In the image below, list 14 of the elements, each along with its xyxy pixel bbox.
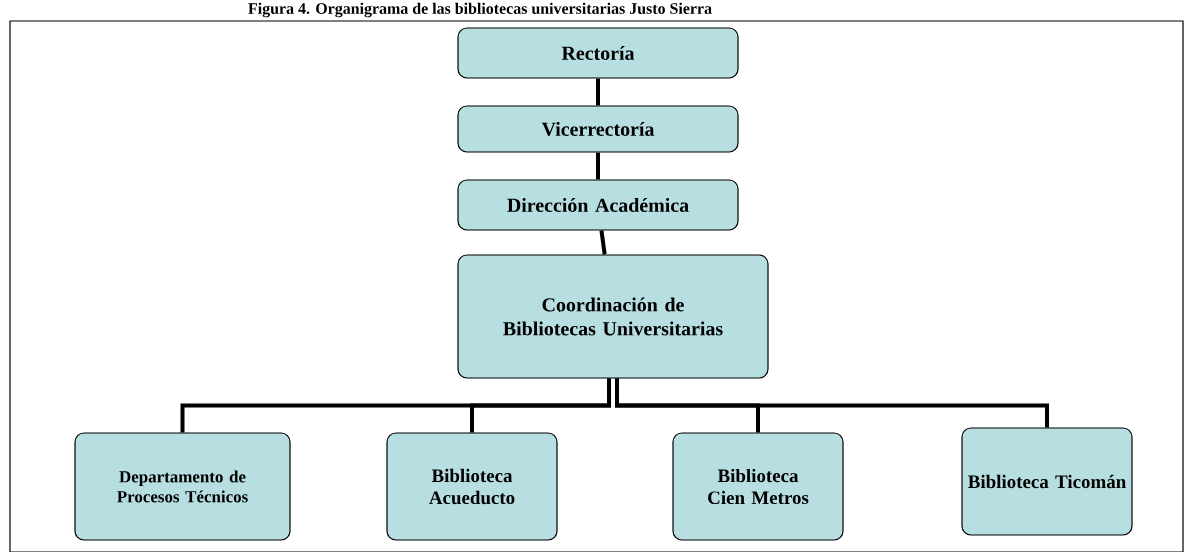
org-box: Biblioteca Ticomán [961, 427, 1133, 536]
connector-line [615, 378, 1049, 428]
org-box: Dirección Académica [457, 179, 739, 231]
org-box: Rectoría [457, 27, 739, 79]
connector-line [470, 378, 611, 433]
connector-line [599, 230, 607, 255]
org-box: Biblioteca Acueducto [386, 432, 558, 541]
connector-line [596, 78, 600, 106]
connector-line [596, 152, 600, 180]
org-box: Biblioteca Cien Metros [672, 432, 844, 541]
org-box: Coordinación de Bibliotecas Universitarias [457, 254, 769, 379]
figure-title: Figura 4. Organigrama de las bibliotecas universitarias Justo Sierra [248, 2, 712, 18]
org-box: Vicerrectoría [457, 105, 739, 153]
org-box: Departamento de Procesos Técnicos [74, 432, 291, 541]
